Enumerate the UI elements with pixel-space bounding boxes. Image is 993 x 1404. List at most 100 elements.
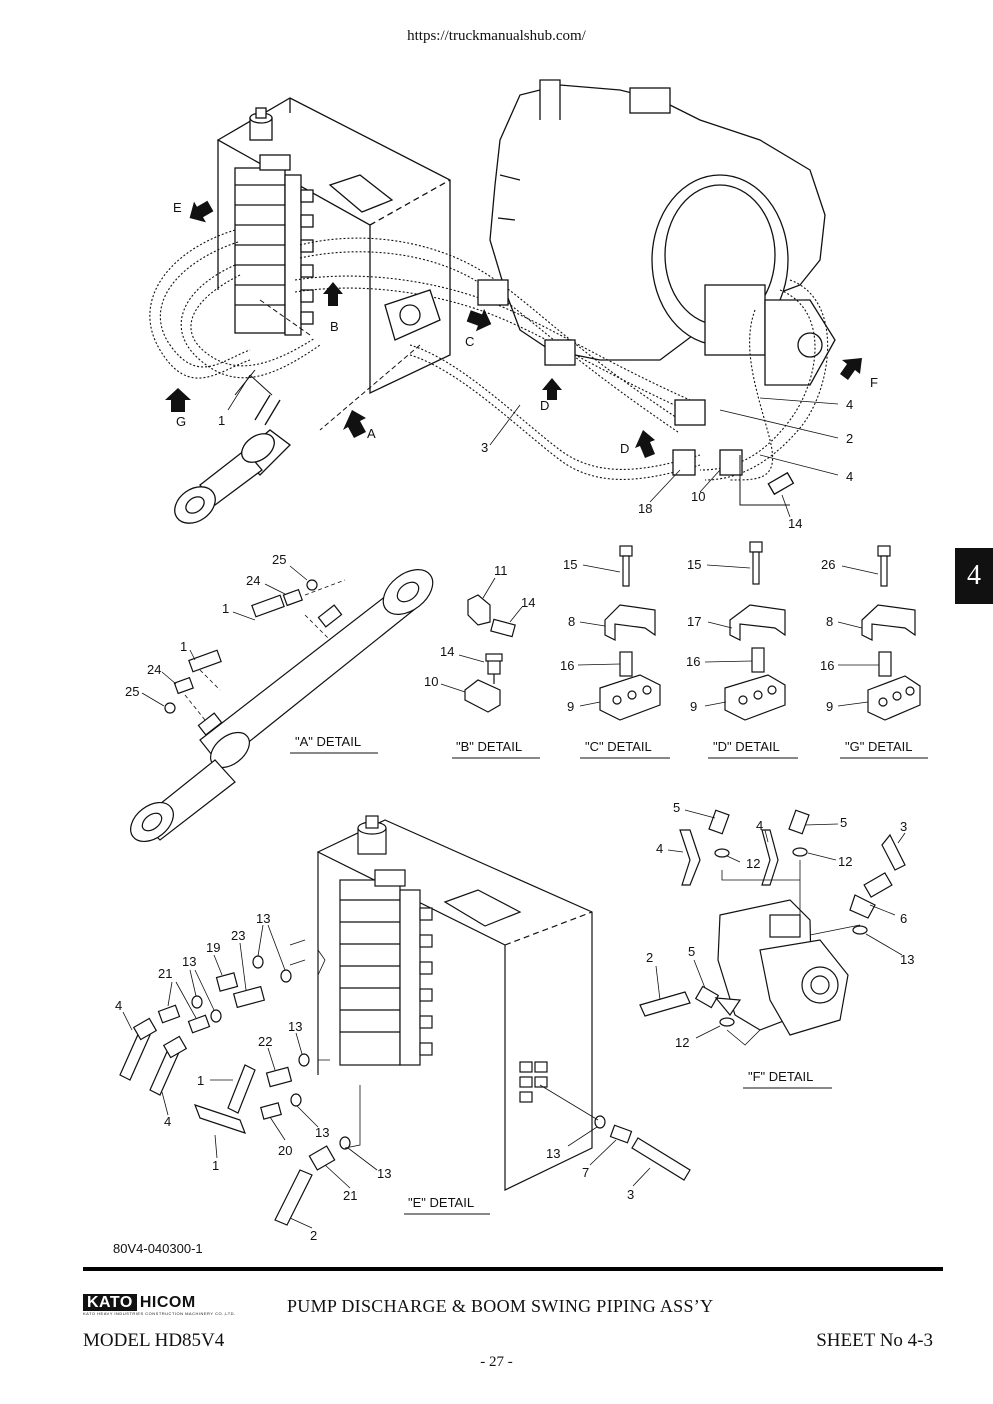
- detail-b-title: "B" DETAIL: [456, 739, 522, 754]
- callout-e-7: 7: [582, 1165, 589, 1180]
- pipe-clamp-c: [477, 279, 509, 306]
- callout-a-25a: 25: [272, 552, 286, 567]
- boom-swing-cylinder: [174, 394, 291, 524]
- detail-c-drawing: [599, 545, 661, 721]
- model-label: MODEL HD85V4: [83, 1330, 225, 1351]
- callout-d-15: 15: [687, 557, 701, 572]
- arrow-label-f: F: [870, 375, 878, 390]
- logo-subtitle: KATO HEAVY INDUSTRIES CONSTRUCTION MACHI…: [83, 1311, 236, 1316]
- callout-e-2: 2: [310, 1228, 317, 1243]
- detail-f-title: "F" DETAIL: [748, 1069, 813, 1084]
- callout-g-26: 26: [821, 557, 835, 572]
- callout-b-11: 11: [494, 563, 508, 578]
- view-arrows: [165, 200, 862, 458]
- callout-d-9: 9: [690, 699, 697, 714]
- callout-d-16: 16: [686, 654, 700, 669]
- callout-e-13f: 13: [546, 1146, 560, 1161]
- callout-e-3: 3: [627, 1187, 634, 1202]
- callout-f-13: 13: [900, 952, 914, 967]
- arrow-c: [466, 308, 492, 332]
- detail-d-callouts: [704, 564, 753, 707]
- callout-main-4b: 4: [846, 469, 853, 484]
- arrow-label-c: C: [465, 334, 474, 349]
- arrow-label-d1: D: [540, 398, 549, 413]
- pipe-clamp-d2: [674, 399, 706, 426]
- callout-e-13c: 13: [288, 1019, 302, 1034]
- callout-e-13b: 13: [182, 954, 196, 969]
- section-tab: 4: [955, 548, 993, 604]
- main-pump: [704, 284, 836, 386]
- arrow-label-b: B: [330, 319, 339, 334]
- callout-a-1a: 1: [222, 601, 229, 616]
- main-callouts: [227, 374, 839, 518]
- callout-f-5c: 5: [688, 944, 695, 959]
- footer-rule: [83, 1267, 943, 1271]
- arrow-label-e: E: [173, 200, 182, 215]
- arrow-label-g: G: [176, 414, 186, 429]
- arrow-label-d2: D: [620, 441, 629, 456]
- view-arrow-letters: E B C G A D D F: [173, 200, 878, 456]
- arrow-a: [343, 410, 366, 438]
- detail-a-title: "A" DETAIL: [295, 734, 361, 749]
- callout-f-5a: 5: [673, 800, 680, 815]
- detail-e-title: "E" DETAIL: [408, 1195, 474, 1210]
- arrow-b: [323, 282, 343, 306]
- callout-e-22: 22: [258, 1034, 272, 1049]
- callout-f-6: 6: [900, 911, 907, 926]
- logo-kato: KATO: [83, 1294, 137, 1311]
- callout-e-13e: 13: [377, 1166, 391, 1181]
- callout-b-10: 10: [424, 674, 438, 689]
- control-valve: [234, 154, 314, 336]
- callout-f-12a: 12: [746, 856, 760, 871]
- callout-main-18: 18: [638, 501, 652, 516]
- callout-b-14a: 14: [521, 595, 535, 610]
- callout-f-12c: 12: [675, 1035, 689, 1050]
- detail-g-title: "G" DETAIL: [845, 739, 913, 754]
- callout-f-5b: 5: [840, 815, 847, 830]
- pipe-clamp-10: [719, 449, 743, 476]
- detail-d-title: "D" DETAIL: [713, 739, 780, 754]
- callout-main-14: 14: [788, 516, 802, 531]
- arrow-f: [840, 358, 862, 380]
- callout-e-21b: 21: [343, 1188, 357, 1203]
- arrow-d1: [542, 378, 562, 400]
- callout-a-1b: 1: [180, 639, 187, 654]
- arrow-label-a: A: [367, 426, 376, 441]
- callout-e-1b: 1: [212, 1158, 219, 1173]
- page-number: - 27 -: [480, 1354, 513, 1370]
- detail-f-callouts: [655, 809, 906, 1039]
- callout-c-15: 15: [563, 557, 577, 572]
- callout-e-4a: 4: [115, 998, 122, 1013]
- callout-e-19: 19: [206, 940, 220, 955]
- callout-f-4b: 4: [756, 818, 763, 833]
- drawing-code: 80V4-040300-1: [113, 1241, 203, 1256]
- callout-g-8: 8: [826, 614, 833, 629]
- pipe-clamp-18: [672, 449, 696, 476]
- detail-e-drawing: [119, 815, 691, 1226]
- detail-e-callouts: [122, 924, 651, 1229]
- callout-e-4b: 4: [164, 1114, 171, 1129]
- callout-f-4a: 4: [656, 841, 663, 856]
- name-plate: [328, 174, 394, 213]
- sheet-number: SHEET No 4-3: [816, 1330, 933, 1351]
- detail-a-drawing: [130, 569, 434, 843]
- callout-main-3: 3: [481, 440, 488, 455]
- callout-e-1a: 1: [197, 1073, 204, 1088]
- detail-g-drawing: [861, 545, 921, 721]
- callout-d-17: 17: [687, 614, 701, 629]
- callout-a-25b: 25: [125, 684, 139, 699]
- main-assembly: [149, 79, 836, 524]
- page-title: PUMP DISCHARGE & BOOM SWING PIPING ASS’Y: [287, 1296, 714, 1316]
- callout-b-14b: 14: [440, 644, 454, 659]
- callout-main-1: 1: [218, 413, 225, 428]
- detail-b-callouts: [440, 577, 523, 693]
- logo-hicom: HICOM: [139, 1294, 196, 1311]
- detail-g-callouts: [837, 565, 879, 707]
- callout-e-13d: 13: [315, 1125, 329, 1140]
- arrow-e: [189, 200, 214, 223]
- callout-e-13a: 13: [256, 911, 270, 926]
- detail-f-drawing: [639, 809, 906, 1046]
- detail-c-title: "C" DETAIL: [585, 739, 652, 754]
- header-url[interactable]: https://truckmanualshub.com/: [407, 28, 586, 44]
